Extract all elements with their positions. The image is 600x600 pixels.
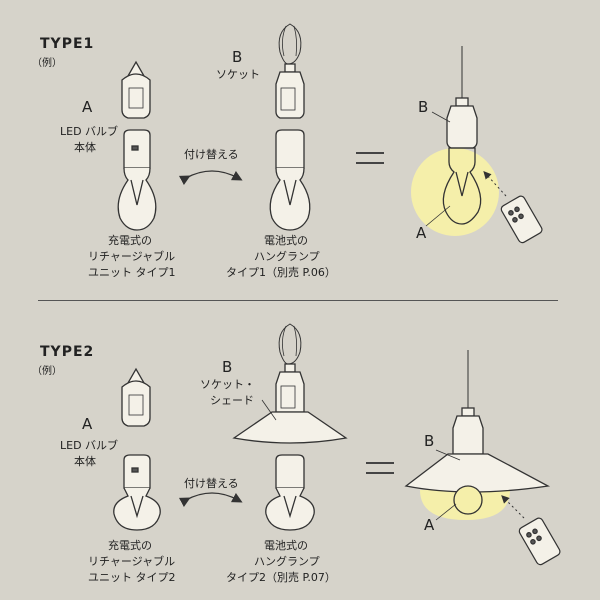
type1-caption-right-1: 電池式の [264, 234, 308, 247]
type1-result-lamp-icon [442, 46, 482, 225]
type1-hanging-bulb-icon [269, 129, 311, 231]
type1-unit-cap-icon [121, 60, 151, 119]
type1-letter-b: B [232, 48, 243, 66]
type2-letter-a: A [82, 415, 93, 433]
type2-title: TYPE2 [40, 344, 95, 360]
type2-caption-left-2: リチャージャブル [88, 555, 176, 568]
type1-title: TYPE1 [40, 36, 95, 52]
type1-caption-left-3: ユニット タイプ1 [88, 266, 176, 279]
type2-label-a-line2: 本体 [74, 455, 96, 468]
type1-swap-arrow-icon [178, 170, 243, 186]
type2-unit-cap-icon [121, 367, 151, 427]
type1-letter-a: A [82, 98, 93, 116]
type1-swap-label: 付け替える [184, 148, 239, 161]
type2-label-a-line1: LED バルブ [60, 439, 119, 452]
type2-equals-icon [366, 462, 394, 482]
type2-label-b-line2: シェード [210, 394, 254, 407]
type2-b-leader [261, 399, 277, 421]
type1-led-bulb-icon [117, 129, 157, 231]
type2-remote-icon [518, 517, 561, 566]
type1-remote-icon [500, 195, 543, 244]
type1-caption-left-2: リチャージャブル [88, 250, 176, 263]
type2-hanging-bulb-icon [265, 454, 315, 531]
type1-caption-right-3: タイプ1（別売 P.06） [226, 266, 336, 279]
type2-caption-left-3: ユニット タイプ2 [88, 571, 176, 584]
type2-caption-left-1: 充電式の [108, 539, 152, 552]
type2-label-b-line1: ソケット・ [200, 378, 255, 391]
type2-led-bulb-icon [113, 454, 161, 531]
type2-caption-right-1: 電池式の [264, 539, 308, 552]
type1-label-a-line1: LED バルブ [60, 125, 119, 138]
type2-result-letter-b: B [424, 432, 435, 450]
type2-caption-right-2: ハングランプ [254, 555, 320, 568]
type1-result-letter-a: A [416, 224, 427, 242]
type1-equals-icon [356, 152, 384, 172]
type1-subtitle: （例） [32, 58, 62, 69]
type1-socket-icon [275, 23, 305, 119]
type2-caption-right-3: タイプ2（別売 P.07） [226, 571, 336, 584]
type1-result-leader-a [425, 205, 451, 227]
type1-result-leader-b [431, 111, 451, 123]
section-divider [38, 300, 558, 301]
type2-swap-arrow-icon [178, 492, 243, 508]
type2-swap-label: 付け替える [184, 477, 239, 490]
type1-label-b: ソケット [216, 68, 260, 81]
type2-socket-shade-icon [232, 323, 348, 444]
type1-label-a-line2: 本体 [74, 141, 96, 154]
type1-caption-right-2: ハングランプ [254, 250, 320, 263]
type2-result-leader-a [435, 503, 457, 521]
type2-subtitle: （例） [32, 366, 62, 377]
type1-result-letter-b: B [418, 98, 429, 116]
type2-result-leader-b [435, 449, 461, 461]
type2-result-lamp-icon [404, 350, 551, 515]
type1-caption-left-1: 充電式の [108, 234, 152, 247]
type2-letter-b: B [222, 358, 233, 376]
type2-result-letter-a: A [424, 516, 435, 534]
